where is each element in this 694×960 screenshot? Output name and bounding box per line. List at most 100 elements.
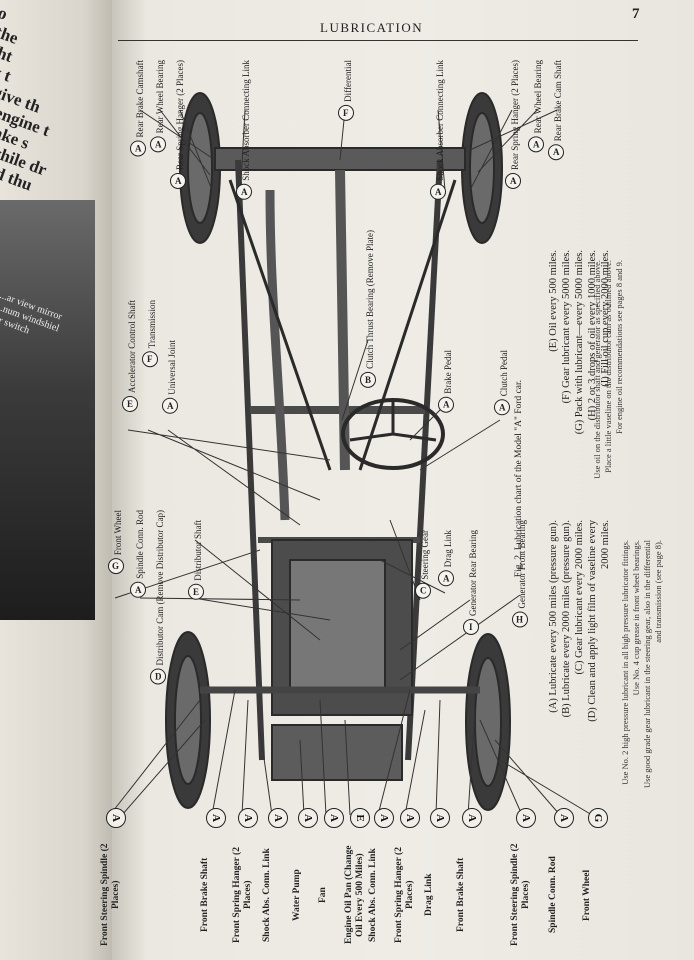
callout-letter-circle: A <box>438 570 454 587</box>
legend-line: (D) Clean and apply light film of vaseli… <box>587 520 598 722</box>
callout-letter-circle: A <box>516 808 536 828</box>
callout-text: Front Steering Spindle (2 Places) <box>510 843 531 947</box>
callout-text: Drag Link <box>443 530 454 568</box>
callout-text: Clutch Thrust Bearing (Remove Plate) <box>365 230 376 369</box>
callout-text: Rear Brake Camshaft <box>135 60 146 138</box>
callout-text: Front Wheel <box>582 869 592 921</box>
callout-letter-circle: A <box>106 808 126 828</box>
legend-line: (A) Lubricate every 500 miles (pressure … <box>548 520 559 713</box>
callout-label: ARear Spring Hanger (2 Places) <box>505 60 521 189</box>
callout-letter-circle: A <box>374 808 394 828</box>
legend-line: (G) Pack with lubricant—every 5000 miles… <box>574 250 585 435</box>
callout-label: ASpindle Conn. Rod <box>130 510 146 598</box>
callout-label: G Front Wheel <box>108 510 124 575</box>
callout-label: F Differential <box>338 60 354 121</box>
callout-letter-circle: D <box>150 668 166 685</box>
callout-label: A Shock Absorber Connecting Link <box>236 60 252 200</box>
callout-letter-circle: A <box>505 172 521 189</box>
callout-letter-circle: A <box>430 808 450 828</box>
callout-text: Rear Brake Cam Shaft <box>553 60 564 142</box>
callout-letter-circle: H <box>512 611 528 628</box>
legend-line: (C) Gear lubricant every 2000 miles. <box>574 520 585 675</box>
callout-letter-circle: A <box>206 808 226 828</box>
callout-label: A Rear Spring Hanger (2 Places) <box>170 60 186 189</box>
callout-text: Front Brake Shaft <box>456 857 466 933</box>
callout-label: A Clutch Pedal <box>494 350 510 416</box>
callout-text: Distributor Cam (Remove Distributor Cap) <box>155 510 166 666</box>
callout-text: Rear Wheel Bearing <box>533 60 544 134</box>
callout-letter-circle: G <box>588 808 608 828</box>
callout-letter-circle: F <box>338 104 354 121</box>
callout-letter-circle: A <box>130 140 146 157</box>
callout-text: Distributor Shaft <box>193 520 204 581</box>
callout-label: CSteering Gear <box>415 530 431 599</box>
callout-letter-circle: A <box>324 808 344 828</box>
callout-letter-circle: A <box>528 136 544 153</box>
callout-letter-circle: A <box>554 808 574 828</box>
radiator <box>271 724 403 781</box>
callout-label: A Universal Joint <box>162 340 178 414</box>
callout-text: Transmission <box>147 300 158 349</box>
callout-label: E Accelerator Control Shaft <box>122 300 138 412</box>
callout-letter-circle: G <box>108 558 124 575</box>
callout-text: Clutch Pedal <box>499 350 510 397</box>
callout-text: Front Wheel <box>113 510 124 556</box>
callout-letter-circle: A <box>548 144 564 161</box>
callout-text: Front Brake Shaft <box>200 857 210 933</box>
callout-text: Engine Oil Pan (Change Oil Every 500 Mil… <box>344 845 365 945</box>
callout-label: I Generator Rear Bearing <box>463 530 479 635</box>
callout-letter-circle: E <box>122 395 138 412</box>
callout-text: Front Spring Hanger (2 Places) <box>232 847 253 943</box>
callout-text: Drag Link <box>424 873 434 917</box>
callout-letter-circle: I <box>463 618 479 635</box>
callout-label: EDistributor Shaft <box>188 520 204 600</box>
callout-text: Shock Abs. Conn. Link <box>262 848 272 942</box>
header-rule <box>118 40 638 41</box>
callout-letter-circle: A <box>236 183 252 200</box>
callout-text: Shock Absorber Connecting Link <box>435 60 446 181</box>
callout-text: Shock Absorber Connecting Link <box>241 60 252 181</box>
callout-text: Shock Abs. Conn. Link <box>368 848 378 942</box>
page-header-title: LUBRICATION <box>320 20 424 35</box>
callout-letter-circle: A <box>400 808 420 828</box>
callout-text: Accelerator Control Shaft <box>127 300 138 393</box>
callout-label: D Distributor Cam (Remove Distributor Cap… <box>150 510 166 685</box>
callout-letter-circle: A <box>238 808 258 828</box>
figure-caption: Fig. 2. Lubrication chart of the Model "… <box>514 380 524 578</box>
page-number: 7 <box>632 6 640 22</box>
callout-label: B Clutch Thrust Bearing (Remove Plate) <box>360 230 376 388</box>
callout-letter-circle: A <box>162 397 178 414</box>
callout-label: A Rear Wheel Bearing <box>528 60 544 153</box>
callout-letter-circle: A <box>494 399 510 416</box>
callout-label: A Rear Brake Camshaft <box>130 60 146 157</box>
legend-line: Place a little vaseline on the distribut… <box>603 260 613 473</box>
legend-line: and transmission (see page 8). <box>653 540 663 643</box>
legend-line: 2000 miles. <box>600 520 611 569</box>
callout-text: Rear Spring Hanger (2 Places) <box>175 60 186 170</box>
callout-text: Spindle Conn. Rod <box>548 856 558 934</box>
callout-text: Water Pump <box>292 869 302 921</box>
legend-line: Use No. 2 high pressure lubricant in all… <box>620 540 630 785</box>
left-page-photo <box>0 200 95 620</box>
callout-label: ARear Wheel Bearing <box>150 60 166 153</box>
callout-text: Fan <box>318 887 328 903</box>
legend-line: (F) Gear lubricant every 5000 miles. <box>561 250 572 404</box>
legend-line: (B) Lubricate every 2000 miles (pressure… <box>561 520 572 718</box>
legend-line: Use good grade gear lubricant in the ste… <box>642 540 652 789</box>
callout-text: Rear Wheel Bearing <box>155 60 166 134</box>
callout-letter-circle: E <box>350 808 370 828</box>
callout-letter-circle: A <box>438 396 454 413</box>
left-page: oo...the...ght...tly t...to give th...th… <box>0 0 120 960</box>
callout-text: Universal Joint <box>167 340 178 395</box>
callout-letter-circle: A <box>130 581 146 598</box>
callout-letter-circle: B <box>360 371 376 388</box>
legend-line: For engine oil recommendations see pages… <box>614 260 624 434</box>
callout-text: Differential <box>343 60 354 102</box>
legend-line: Use No. 4 cup grease in front wheel bear… <box>631 540 641 696</box>
legend-line: Use oil on the distributor shaft and gen… <box>592 260 602 479</box>
callout-text: Generator Rear Bearing <box>468 530 479 616</box>
callout-letter-circle: A <box>170 172 186 189</box>
callout-label: ABrake Pedal <box>438 350 454 413</box>
callout-label: FTransmission <box>142 300 158 368</box>
